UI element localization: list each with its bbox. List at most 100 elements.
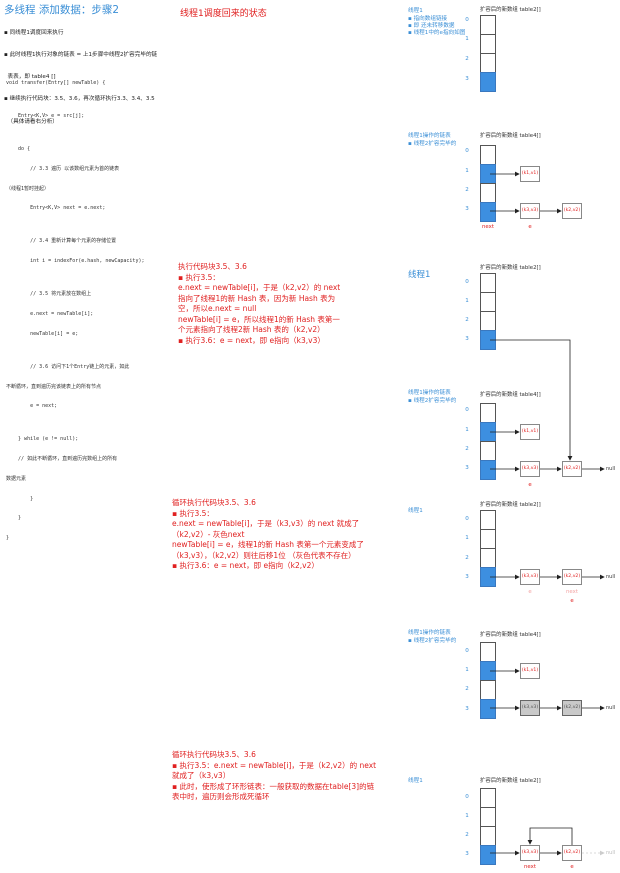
index-1: 1 [465, 813, 469, 819]
panel-a-label: 线程1 [408, 8, 423, 14]
index-1: 1 [465, 36, 469, 42]
index-0: 0 [465, 407, 469, 413]
code-line: do { [6, 146, 31, 153]
e-label: e [570, 864, 574, 870]
header-bullet: 表表，即 table4 [] [4, 74, 56, 81]
null-label-faint: null [606, 850, 616, 856]
node-k2: (k2,v2) [562, 461, 582, 477]
code-line: e = next; [6, 403, 58, 410]
array-cell [480, 34, 496, 54]
header-bullet: ▪ 此时线程1执行对象的链表 = 上1步骤中线程2扩容完毕的链 [4, 52, 158, 59]
node-k3: (k3,v3) [520, 569, 540, 585]
node-k2: (k2,v2) [562, 569, 582, 585]
array-cell-filled [480, 845, 496, 865]
code-line: // 3.3 遍历 以该数组元素为首的链表 [6, 165, 120, 172]
array-cell [480, 642, 496, 662]
panel-d-caption: 扩容后的新数组 table4[] [480, 392, 541, 398]
code-line: // 3.6 访问下1个Entry链上的元素，如此 [6, 363, 130, 370]
index-1: 1 [465, 535, 469, 541]
index-1: 1 [465, 667, 469, 673]
index-3: 3 [465, 76, 469, 82]
header-bullet: ▪ 同线程1调度回来执行 [4, 29, 64, 36]
page-title: 多线程 添加数据：步骤2 [4, 4, 120, 16]
code-line: Entry<K,V> e = src[j]; [6, 113, 85, 120]
index-2: 2 [465, 446, 469, 452]
array-cell-filled [480, 202, 496, 222]
arrow-cross-table [490, 339, 573, 461]
panel-e-caption: 扩容后的新数组 table2[] [480, 502, 541, 508]
index-0: 0 [465, 794, 469, 800]
index-2: 2 [465, 56, 469, 62]
e-label: e [528, 482, 532, 488]
index-1: 1 [465, 427, 469, 433]
node-k3: (k3,v3) [520, 461, 540, 477]
node-k2-grey: (k2,v2) [562, 700, 582, 716]
e-label: e [528, 224, 532, 230]
code-line: // 3.5 将元素放在数组上 [6, 291, 92, 298]
index-3: 3 [465, 465, 469, 471]
node-k3-grey: (k3,v3) [520, 700, 540, 716]
null-label: null [606, 574, 616, 580]
array-cell [480, 548, 496, 568]
index-0: 0 [465, 648, 469, 654]
index-3: 3 [465, 336, 469, 342]
panel-a-caption: 扩容后的新数组 table2[] [480, 7, 541, 13]
array-cell-filled [480, 699, 496, 719]
index-1: 1 [465, 168, 469, 174]
code-line: newTable[i] = e; [6, 330, 79, 337]
array-cell [480, 145, 496, 165]
panel-f-caption: 扩容后的新数组 table4[] [480, 632, 541, 638]
code-line: e.next = newTable[i]; [6, 310, 94, 317]
panel-a-notes: ▪ 指向数组链接 ▪ 即 还未转移数据 ▪ 线程1中的e指向如图 [408, 16, 466, 37]
section-4-text: 循环执行代码块3.5、3.6 ▪ 执行3.5：e.next = newTable… [172, 750, 377, 801]
panel-f-notes: ▪ 线程2扩容完毕的 [408, 638, 457, 644]
index-2: 2 [465, 317, 469, 323]
panel-c-caption: 扩容后的新数组 table2[] [480, 265, 541, 271]
next-label-faint: next [566, 589, 578, 595]
code-block: void transfer(Entry[] newTable) { Entry<… [6, 67, 144, 548]
array-cell [480, 403, 496, 423]
index-2: 2 [465, 555, 469, 561]
code-line: // 如此不断循环，直到遍历完数组上的所有 [6, 456, 118, 463]
array-cell-filled [480, 661, 496, 681]
node-k3: (k3,v3) [520, 203, 540, 219]
section-2-text: 执行代码块3.5、3.6 ▪ 执行3.5： e.next = newTable[… [178, 262, 341, 345]
next-label: next [482, 224, 494, 230]
code-line: // 3.4 重新计算每个元素的存储位置 [6, 238, 117, 245]
index-2: 2 [465, 187, 469, 193]
code-line: int i = indexFor(e.hash, newCapacity); [6, 258, 145, 265]
array-cell [480, 529, 496, 549]
node-k2: (k2,v2) [562, 203, 582, 219]
panel-g-label: 线程1 [408, 778, 423, 784]
index-3: 3 [465, 206, 469, 212]
code-line: } [6, 515, 22, 522]
section-3-text: 循环执行代码块3.5、3.6 ▪ 执行3.5： e.next = newTabl… [172, 498, 364, 570]
index-0: 0 [465, 279, 469, 285]
node-k1: (k1,v1) [520, 166, 540, 182]
array-cell-filled [480, 567, 496, 587]
array-cell [480, 510, 496, 530]
array-cell [480, 680, 496, 700]
array-cell [480, 53, 496, 73]
panel-d-notes: ▪ 线程2扩容完毕的 [408, 398, 457, 404]
code-line: 不断循环，直到遍历完该链表上的所有节点 [6, 383, 102, 390]
e-label: e [570, 598, 574, 604]
array-cell [480, 311, 496, 331]
panel-b-label: 线程1操作的链表 [408, 133, 451, 139]
array-cell [480, 292, 496, 312]
panel-e-label: 线程1 [408, 508, 423, 514]
index-3: 3 [465, 706, 469, 712]
index-3: 3 [465, 574, 469, 580]
null-label: null [606, 466, 616, 472]
array-cell-filled [480, 330, 496, 350]
code-line: Entry<K,V> next = e.next; [6, 205, 106, 212]
array-cell [480, 441, 496, 461]
panel-c-label: 线程1 [408, 270, 431, 280]
index-0: 0 [465, 17, 469, 23]
array-cell [480, 15, 496, 35]
array-cell-filled [480, 460, 496, 480]
node-k1: (k1,v1) [520, 663, 540, 679]
index-0: 0 [465, 516, 469, 522]
array-cell [480, 826, 496, 846]
index-2: 2 [465, 832, 469, 838]
